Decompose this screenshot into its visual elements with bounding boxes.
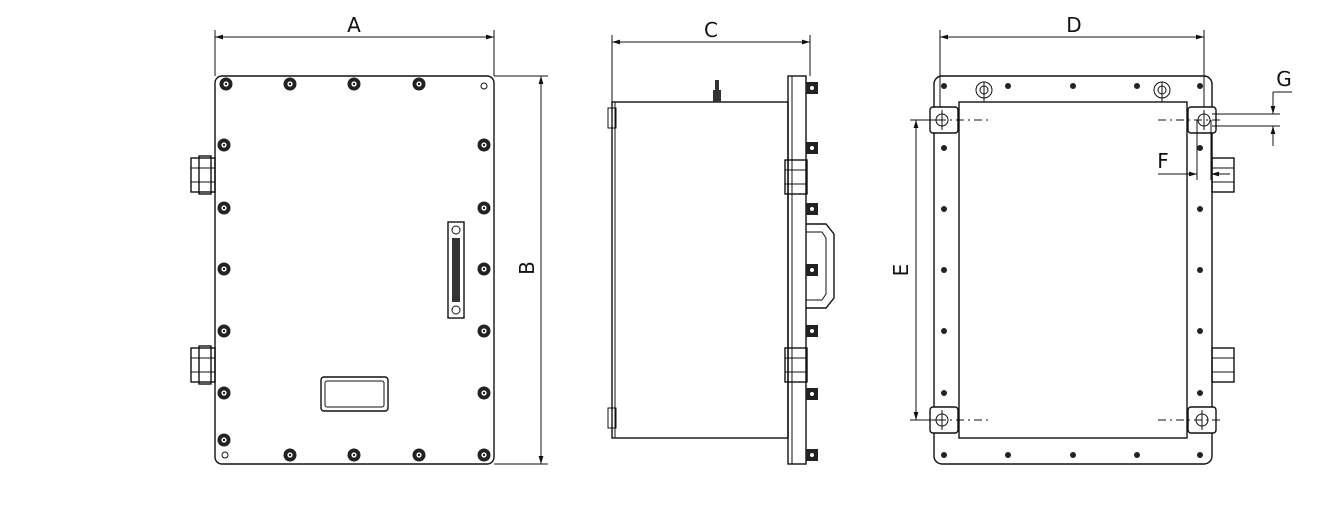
dimension-g: G [1212, 67, 1292, 146]
side-bolt-heads [806, 82, 818, 461]
rear-frame-inner [958, 101, 1188, 439]
front-bolts [217, 77, 491, 462]
rear-hinge-upper [1211, 157, 1235, 193]
corner-hole [221, 451, 229, 459]
rear-frame-outer [933, 75, 1213, 465]
label-d: D [1066, 13, 1081, 37]
side-eyebolt [713, 80, 721, 102]
side-enclosure-body [611, 101, 789, 439]
side-flange [787, 75, 807, 465]
rear-mounting-foot [1158, 406, 1224, 434]
side-view: C [607, 18, 835, 465]
dimension-f: F [1157, 120, 1230, 180]
dimension-c: C [611, 18, 811, 102]
label-a: A [347, 13, 361, 37]
label-g: G [1276, 67, 1292, 91]
rear-mounting-foot [1158, 106, 1224, 134]
label-e: E [889, 264, 913, 277]
dimension-a: A [214, 13, 495, 76]
rear-eyebolt [1153, 81, 1171, 102]
label-c: C [704, 18, 718, 42]
front-hinge-lower [190, 345, 216, 385]
label-b: B [515, 261, 539, 275]
dimension-b: B [494, 75, 548, 465]
dimension-d: D [939, 13, 1205, 107]
front-enclosure-body [214, 75, 495, 465]
front-handle [447, 221, 465, 319]
front-hinge-upper [190, 155, 216, 195]
front-view: A B [190, 13, 548, 465]
side-handle [806, 223, 835, 309]
rear-frame-holes [941, 83, 1203, 458]
dimension-e: E [889, 119, 940, 421]
corner-hole [480, 82, 488, 90]
front-nameplate [320, 376, 389, 412]
rear-view: D E F G [889, 13, 1292, 465]
rear-hinge-lower [1211, 347, 1235, 383]
label-f: F [1157, 149, 1169, 173]
rear-eyebolt [975, 81, 993, 102]
